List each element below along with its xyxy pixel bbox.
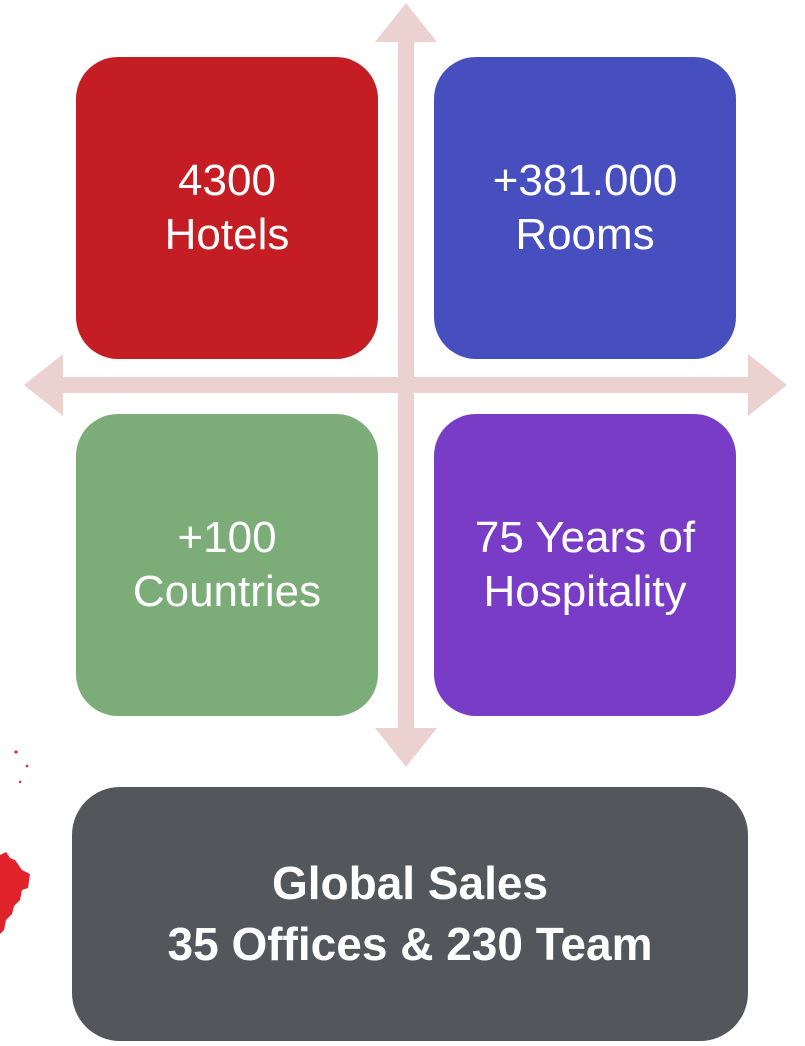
countries-count: +100 <box>177 513 277 563</box>
rooms-tile: +381.000 Rooms <box>434 57 736 359</box>
horizontal-arrow-shaft <box>58 377 752 393</box>
hotels-label: Hotels <box>164 210 290 259</box>
rooms-count: +381.000 <box>492 156 678 206</box>
hospitality-years-tile: 75 Years of Hospitality <box>434 414 736 716</box>
global-sales-banner: Global Sales 35 Offices & 230 Team <box>72 787 748 1041</box>
arrow-head-left <box>24 354 63 416</box>
arrow-head-down <box>375 728 437 767</box>
arrow-head-up <box>375 3 437 42</box>
countries-label: Countries <box>132 567 322 616</box>
hotels-count: 4300 <box>178 156 276 206</box>
years-line: 75 Years of <box>474 513 696 563</box>
rooms-label: Rooms <box>515 210 655 259</box>
countries-tile: +100 Countries <box>76 414 378 716</box>
arrow-head-right <box>748 354 787 416</box>
hospitality-label: Hospitality <box>483 567 687 616</box>
banner-subtitle: 35 Offices & 230 Team <box>167 918 653 970</box>
banner-title: Global Sales <box>271 857 549 910</box>
hotels-tile: 4300 Hotels <box>76 57 378 359</box>
map-fragment-icon <box>0 750 30 934</box>
